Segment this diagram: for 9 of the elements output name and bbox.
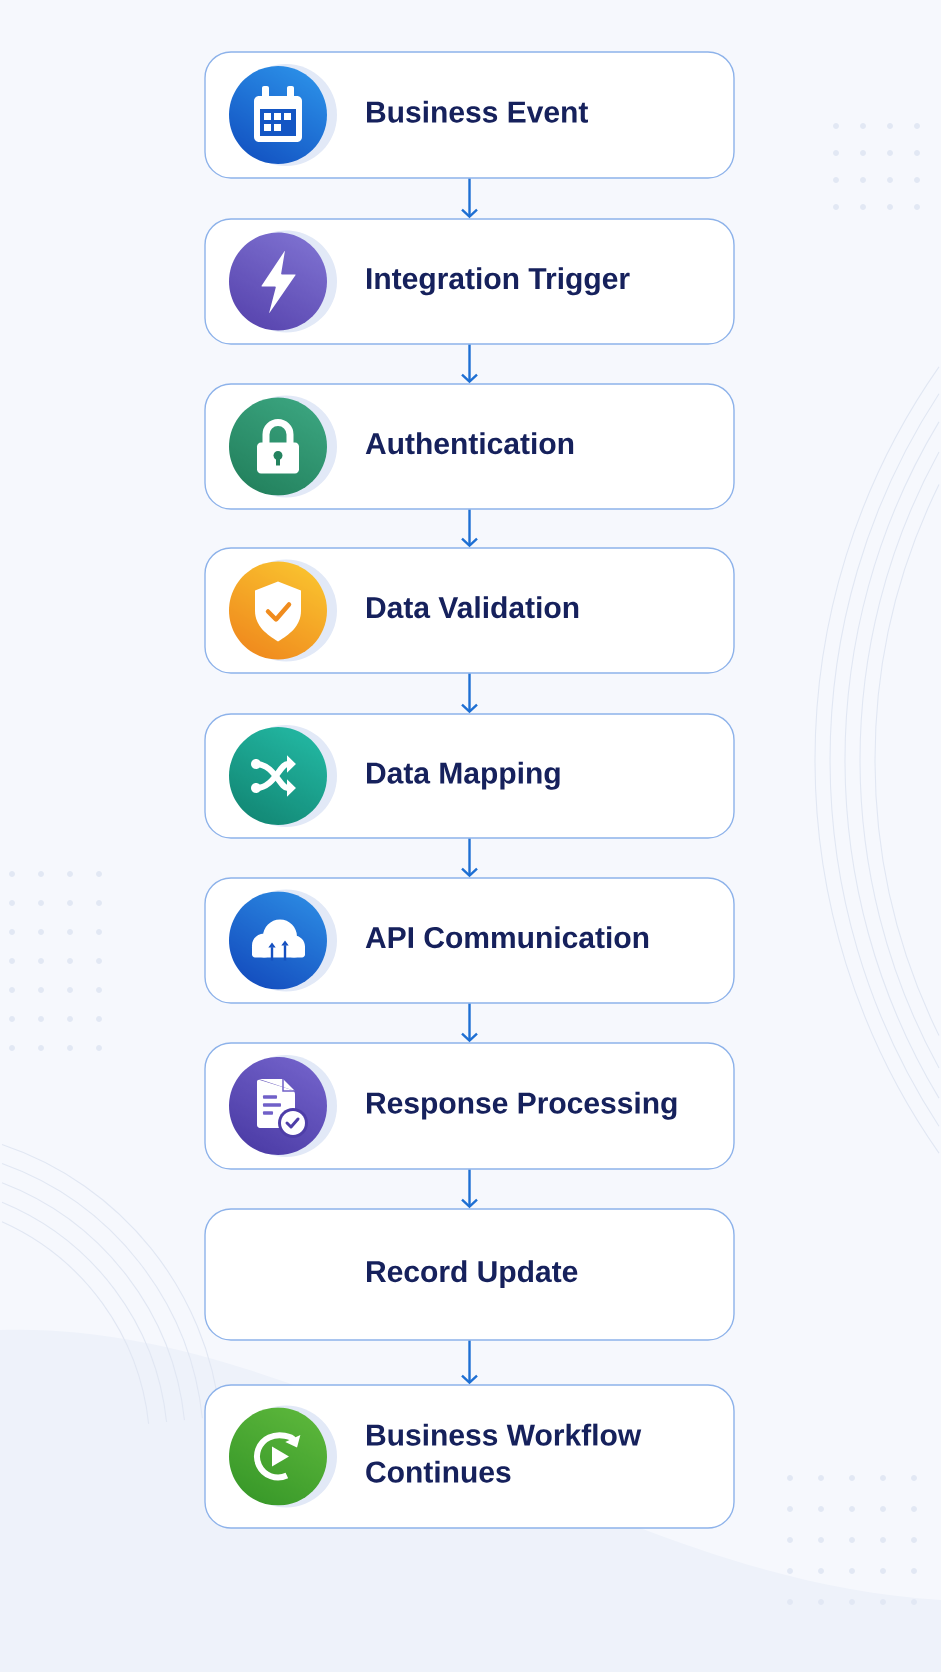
arrow (461, 1340, 478, 1385)
arrow (461, 1003, 478, 1043)
arrow (461, 838, 478, 878)
arrow (461, 178, 478, 219)
arrow (461, 673, 478, 714)
arrow (461, 344, 478, 384)
step-box: Record Update (204, 1208, 735, 1341)
arrow (461, 1169, 478, 1209)
arrow (461, 509, 478, 548)
